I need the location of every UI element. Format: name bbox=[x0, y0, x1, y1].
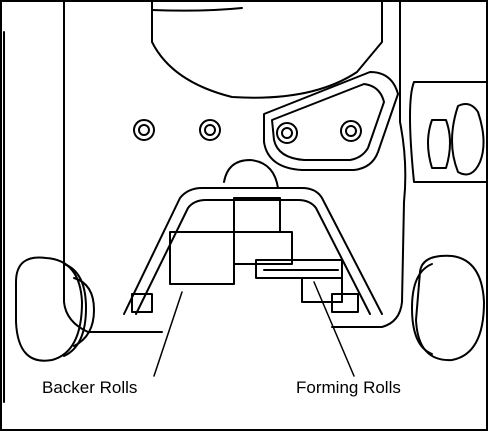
backer-rolls-label: Backer Rolls bbox=[42, 378, 138, 397]
bolt-center bbox=[199, 119, 221, 141]
shaft-collar bbox=[427, 119, 451, 169]
top-hub bbox=[151, 2, 383, 99]
center-block-mid bbox=[233, 231, 293, 265]
bracket-plate bbox=[263, 71, 399, 171]
forming-rolls-leader bbox=[313, 281, 355, 377]
backer-rolls-leader bbox=[153, 291, 183, 377]
v-housing-outer bbox=[123, 187, 383, 315]
shaft-housing bbox=[409, 81, 488, 183]
right-caster-wheel bbox=[411, 254, 485, 362]
shaft-cap bbox=[451, 103, 485, 176]
v-housing-inner bbox=[135, 199, 371, 315]
bolt-bracket-right bbox=[340, 120, 362, 142]
right-frame-panel bbox=[331, 2, 407, 328]
left-caster-wheel bbox=[15, 256, 95, 362]
roller-hub bbox=[223, 159, 279, 189]
center-block-top bbox=[233, 197, 281, 233]
forming-roll bbox=[301, 277, 343, 303]
bolt-left bbox=[133, 119, 155, 141]
top-hub-inner bbox=[151, 7, 243, 12]
forming-rolls-label: Forming Rolls bbox=[296, 378, 401, 397]
lower-stub-right bbox=[331, 293, 359, 313]
lower-stub-left bbox=[131, 293, 153, 313]
bolt-bracket-left bbox=[276, 122, 298, 144]
backer-block bbox=[169, 231, 235, 285]
bracket-inner bbox=[271, 83, 385, 161]
